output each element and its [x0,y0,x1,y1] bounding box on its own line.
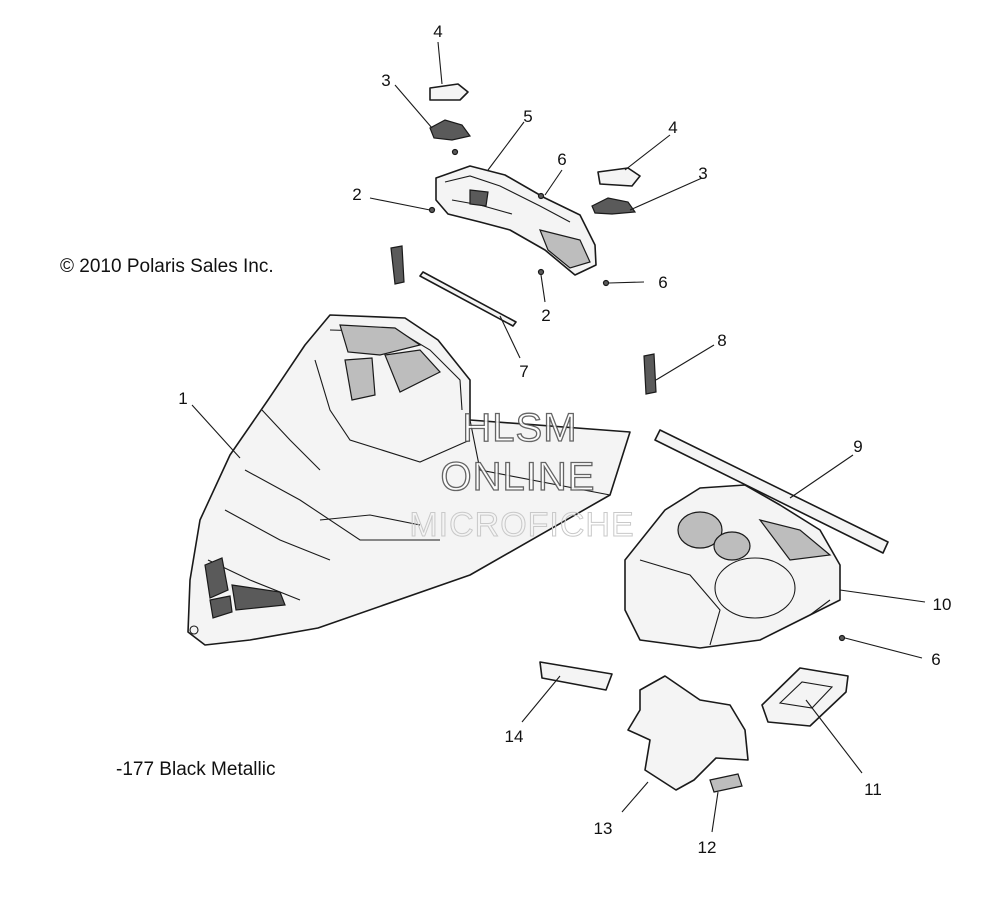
color-note: -177 Black Metallic [116,759,275,780]
callout-3: 3 [698,164,707,183]
part-bracket-upper [429,119,472,141]
callouts: 4 3 5 4 6 3 2 6 2 8 7 1 9 10 6 14 11 13 … [178,22,951,857]
watermark: HLSM ONLINE MICROFICHE [409,405,634,544]
callout-7: 7 [519,362,528,381]
callout-1: 1 [178,389,187,408]
part-hood [187,314,631,646]
copyright-notice: © 2010 Polaris Sales Inc. [60,256,274,277]
part-pad-14 [539,661,613,691]
callout-4: 4 [668,118,677,137]
callout-9: 9 [853,437,862,456]
callout-10: 10 [933,595,952,614]
part-tray [761,667,849,727]
part-insulation-13 [627,675,749,791]
callout-6: 6 [658,273,667,292]
part-console-housing [624,484,841,649]
callout-6: 6 [557,150,566,169]
callout-5: 5 [523,107,532,126]
part-strip-7 [419,271,517,327]
part-pad-upper [429,83,469,101]
watermark-line-3: MICROFICHE [409,506,634,544]
watermark-line-2: ONLINE [441,455,596,499]
callout-2: 2 [352,185,361,204]
callout-3: 3 [381,71,390,90]
part-label-12 [709,773,743,793]
part-pad-right [597,167,641,187]
callout-6: 6 [931,650,940,669]
callout-13: 13 [594,819,613,838]
leader-lines [191,41,926,833]
callout-12: 12 [698,838,717,857]
part-strip-9 [654,429,889,554]
callout-2: 2 [541,306,550,325]
part-bracket-right [591,197,637,215]
part-dash-panel [435,165,597,276]
watermark-line-1: HLSM [462,406,577,450]
callout-4: 4 [433,22,442,41]
callout-8: 8 [717,331,726,350]
part-clip-left [390,245,405,285]
part-clip-right [643,353,657,395]
callout-14: 14 [505,727,524,746]
callout-11: 11 [864,780,882,799]
